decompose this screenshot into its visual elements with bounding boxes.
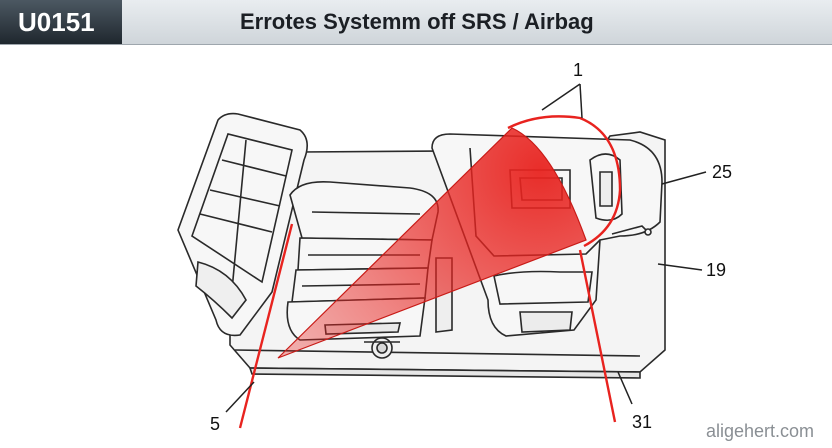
callout-5: 5 <box>210 414 220 434</box>
callout-19: 19 <box>706 260 726 280</box>
callout-leaders <box>225 83 707 413</box>
page-title: Errotes Systemm off SRS / Airbag <box>240 9 594 34</box>
header-bar: U0151 Errotes Systemm off SRS / Airbag <box>0 0 832 45</box>
callout-25: 25 <box>712 162 732 182</box>
callout-31: 31 <box>632 412 652 432</box>
airbag-deployment-zone <box>277 127 587 359</box>
seat-knob <box>364 337 400 359</box>
watermark-text: aligehert.com <box>705 421 814 441</box>
front-airbag-circle <box>507 115 622 248</box>
vehicle-interior-diagram: 1 25 19 5 31 <box>177 60 732 434</box>
dtc-code: U0151 <box>0 0 122 44</box>
callout-1: 1 <box>573 60 583 80</box>
sensor-lines <box>238 223 617 429</box>
